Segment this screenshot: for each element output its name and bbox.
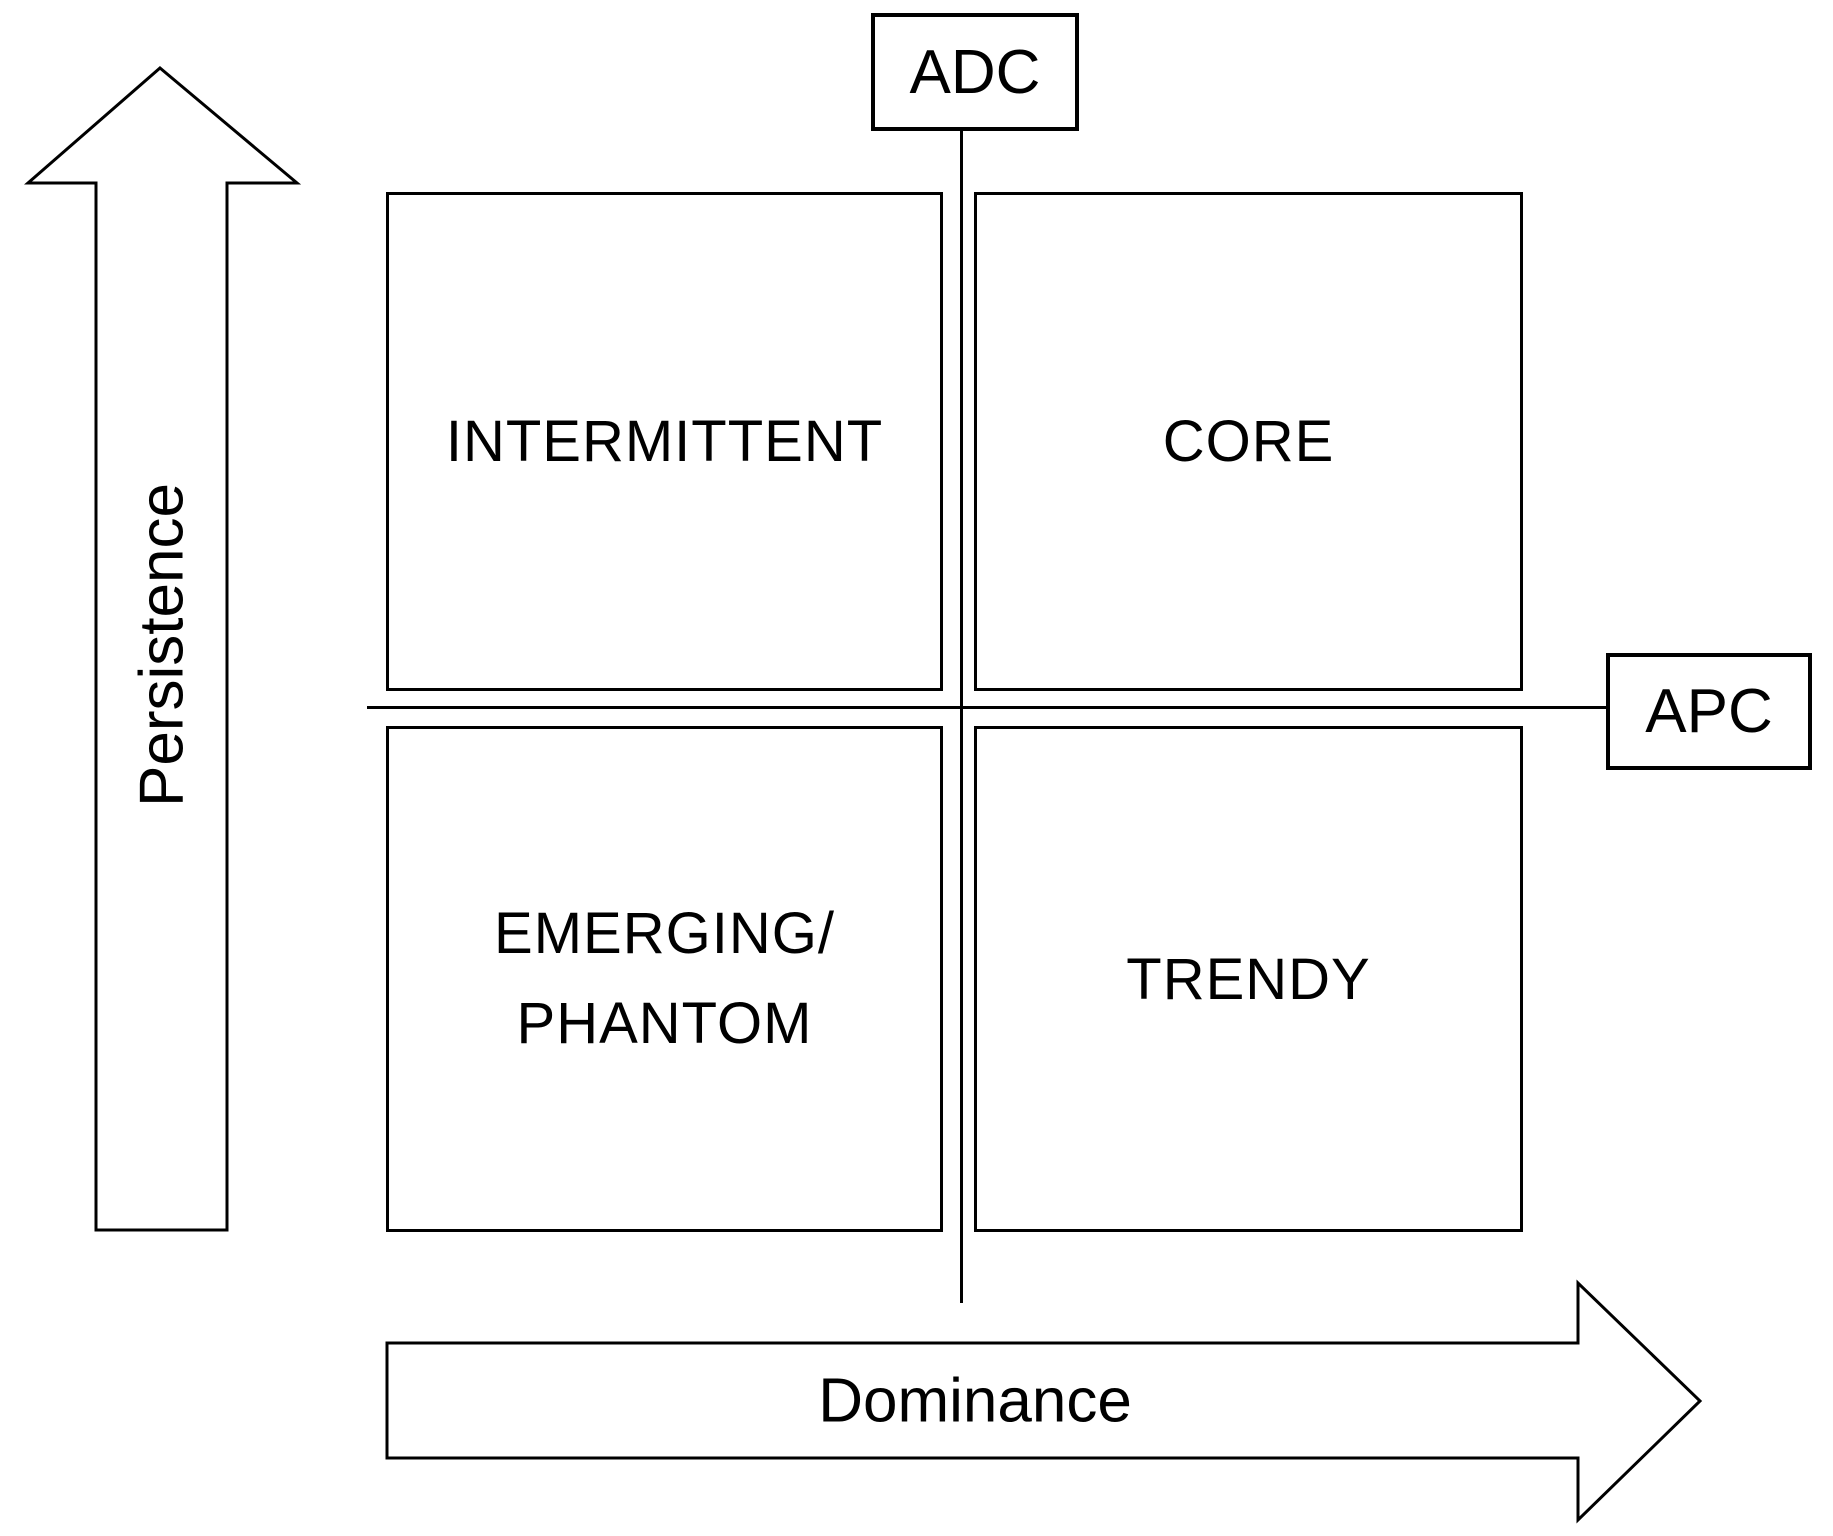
dominance-axis-label: Dominance xyxy=(818,1366,1132,1436)
quadrant-box-core: CORE xyxy=(974,192,1523,691)
adc-label-box: ADC xyxy=(871,13,1079,131)
adc-label: ADC xyxy=(909,37,1041,107)
quadrant-label-trendy: TRENDY xyxy=(1126,946,1371,1012)
dominance-right-arrow xyxy=(385,1279,1703,1524)
quadrant-box-intermittent: INTERMITTENT xyxy=(386,192,943,691)
quadrant-label-emerging-line1: EMERGING/ xyxy=(494,901,835,966)
persistence-up-arrow xyxy=(23,66,302,1232)
apc-axis-line xyxy=(367,706,1608,709)
quadrant-label-core: CORE xyxy=(1162,409,1335,474)
quadrant-label-intermittent: INTERMITTENT xyxy=(445,409,884,474)
apc-label: APC xyxy=(1645,677,1773,746)
apc-label-box: APC xyxy=(1606,653,1812,770)
persistence-axis-label: Persistence xyxy=(127,483,197,807)
quadrant-box-trendy: TRENDY xyxy=(974,726,1523,1232)
quadrant-box-emerging-phantom: EMERGING/ PHANTOM xyxy=(386,726,943,1232)
quadrant-label-phantom-line2: PHANTOM xyxy=(516,991,813,1056)
adc-axis-line xyxy=(960,129,963,1303)
quadrant-label-emerging-phantom: EMERGING/ PHANTOM xyxy=(494,889,835,1069)
